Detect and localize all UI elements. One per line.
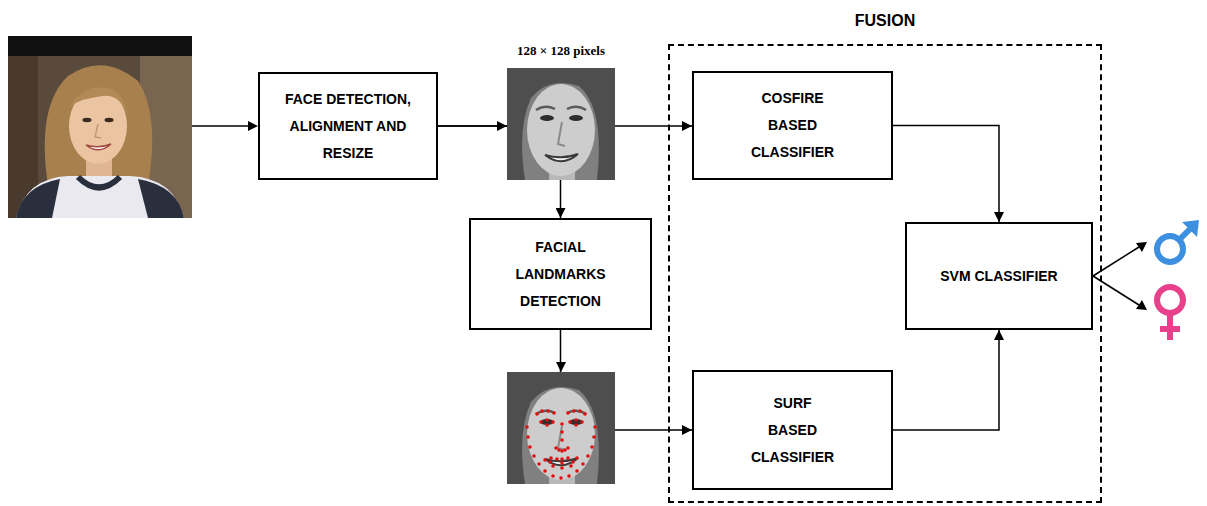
illustration-part <box>566 446 570 450</box>
female-symbol <box>1157 287 1183 340</box>
box-label: FACE DETECTION, ALIGNMENT AND RESIZE <box>273 86 423 167</box>
illustration-part <box>105 118 114 122</box>
box-label: SVM CLASSIFIER <box>940 263 1057 290</box>
illustration-part <box>539 420 543 424</box>
illustration-part <box>563 448 567 452</box>
illustration-part <box>572 409 576 413</box>
process-box: FACE DETECTION, ALIGNMENT AND RESIZE <box>258 72 438 180</box>
illustration-part <box>560 422 564 426</box>
illustration-part <box>554 446 558 450</box>
image-size-label: 128 × 128 pixels <box>486 43 636 59</box>
illustration-part <box>78 177 120 188</box>
classifier-box: SURF BASED CLASSIFIER <box>692 370 893 490</box>
illustration-part <box>575 469 579 473</box>
flow-arrow <box>893 330 999 430</box>
fusion-group: FUSIONCOSFIRE BASED CLASSIFIERSURF BASED… <box>668 44 1102 503</box>
illustration-part <box>569 464 573 468</box>
illustration-part <box>86 144 111 150</box>
illustration-part <box>1136 242 1147 252</box>
illustration-part <box>1093 247 1139 276</box>
illustration-part <box>95 124 101 138</box>
illustration-part <box>69 88 127 164</box>
process-box: FACIAL LANDMARKS DETECTION <box>469 218 652 330</box>
illustration-part <box>545 423 549 427</box>
illustration-part <box>548 460 552 464</box>
illustration-part <box>543 469 547 473</box>
illustration-part <box>580 420 584 424</box>
input-photo <box>8 36 192 218</box>
illustration-part <box>555 457 559 461</box>
illustration-part <box>586 454 590 458</box>
illustration-part <box>560 466 564 470</box>
illustration-part <box>540 409 544 413</box>
illustration-part <box>528 445 532 449</box>
illustration-part <box>566 456 570 460</box>
illustration-part <box>568 420 572 424</box>
illustration-part <box>566 411 570 415</box>
illustration-part <box>560 430 564 434</box>
illustration-part <box>545 418 549 422</box>
illustration-part <box>45 65 153 186</box>
classifier-box: COSFIRE BASED CLASSIFIER <box>692 71 893 180</box>
landmark-face-image <box>507 372 615 484</box>
illustration-part <box>8 36 192 56</box>
group-heading: FUSION <box>670 10 1100 32</box>
illustration-part <box>583 412 587 416</box>
illustration-part <box>543 458 547 462</box>
illustration-part <box>526 435 530 439</box>
landmark-dots <box>525 409 597 480</box>
flow-arrow <box>893 126 999 223</box>
illustration-part <box>590 445 594 449</box>
image-arrowhead <box>497 121 507 131</box>
illustration-part <box>567 474 571 478</box>
illustration-part <box>571 460 575 464</box>
illustration-part <box>192 125 248 127</box>
illustration-part <box>560 457 564 461</box>
illustration-part <box>574 423 578 427</box>
illustration-part <box>537 462 541 466</box>
box-label: SURF BASED CLASSIFIER <box>751 390 834 471</box>
illustration-part <box>16 179 60 218</box>
illustration-part <box>593 425 597 429</box>
box-label: FACIAL LANDMARKS DETECTION <box>515 234 605 315</box>
illustration-part <box>546 409 550 413</box>
illustration-part <box>575 456 579 460</box>
illustration-part <box>70 87 128 116</box>
illustration-part <box>525 425 529 429</box>
illustration-part <box>560 461 564 465</box>
illustration-part <box>592 435 596 439</box>
illustration-part <box>1093 276 1139 305</box>
illustration-part <box>1160 326 1180 332</box>
input-arrow <box>192 121 258 131</box>
male-symbol <box>1157 220 1199 262</box>
illustration-part <box>1136 300 1147 310</box>
aligned-face-image <box>507 68 615 180</box>
illustration-part <box>1157 287 1183 313</box>
illustration-part <box>248 121 258 131</box>
illustration-part <box>83 118 92 122</box>
illustration-part <box>551 464 555 468</box>
illustration-part <box>552 411 556 415</box>
illustration-part <box>551 474 555 478</box>
illustration-part <box>1182 220 1199 237</box>
illustration-part <box>8 36 192 218</box>
image-arrowhead <box>556 362 566 372</box>
illustration-part <box>560 438 564 442</box>
illustration-part <box>581 462 585 466</box>
illustration-part <box>549 456 553 460</box>
illustration-part <box>532 454 536 458</box>
illustration-part <box>16 176 184 218</box>
illustration-part <box>551 420 555 424</box>
illustration-part <box>559 476 563 480</box>
illustration-part <box>574 418 578 422</box>
illustration-part <box>138 179 184 218</box>
illustration-part <box>535 412 539 416</box>
classifier-box: SVM CLASSIFIER <box>905 222 1093 330</box>
illustration-part <box>578 409 582 413</box>
box-label: COSFIRE BASED CLASSIFIER <box>751 85 834 166</box>
